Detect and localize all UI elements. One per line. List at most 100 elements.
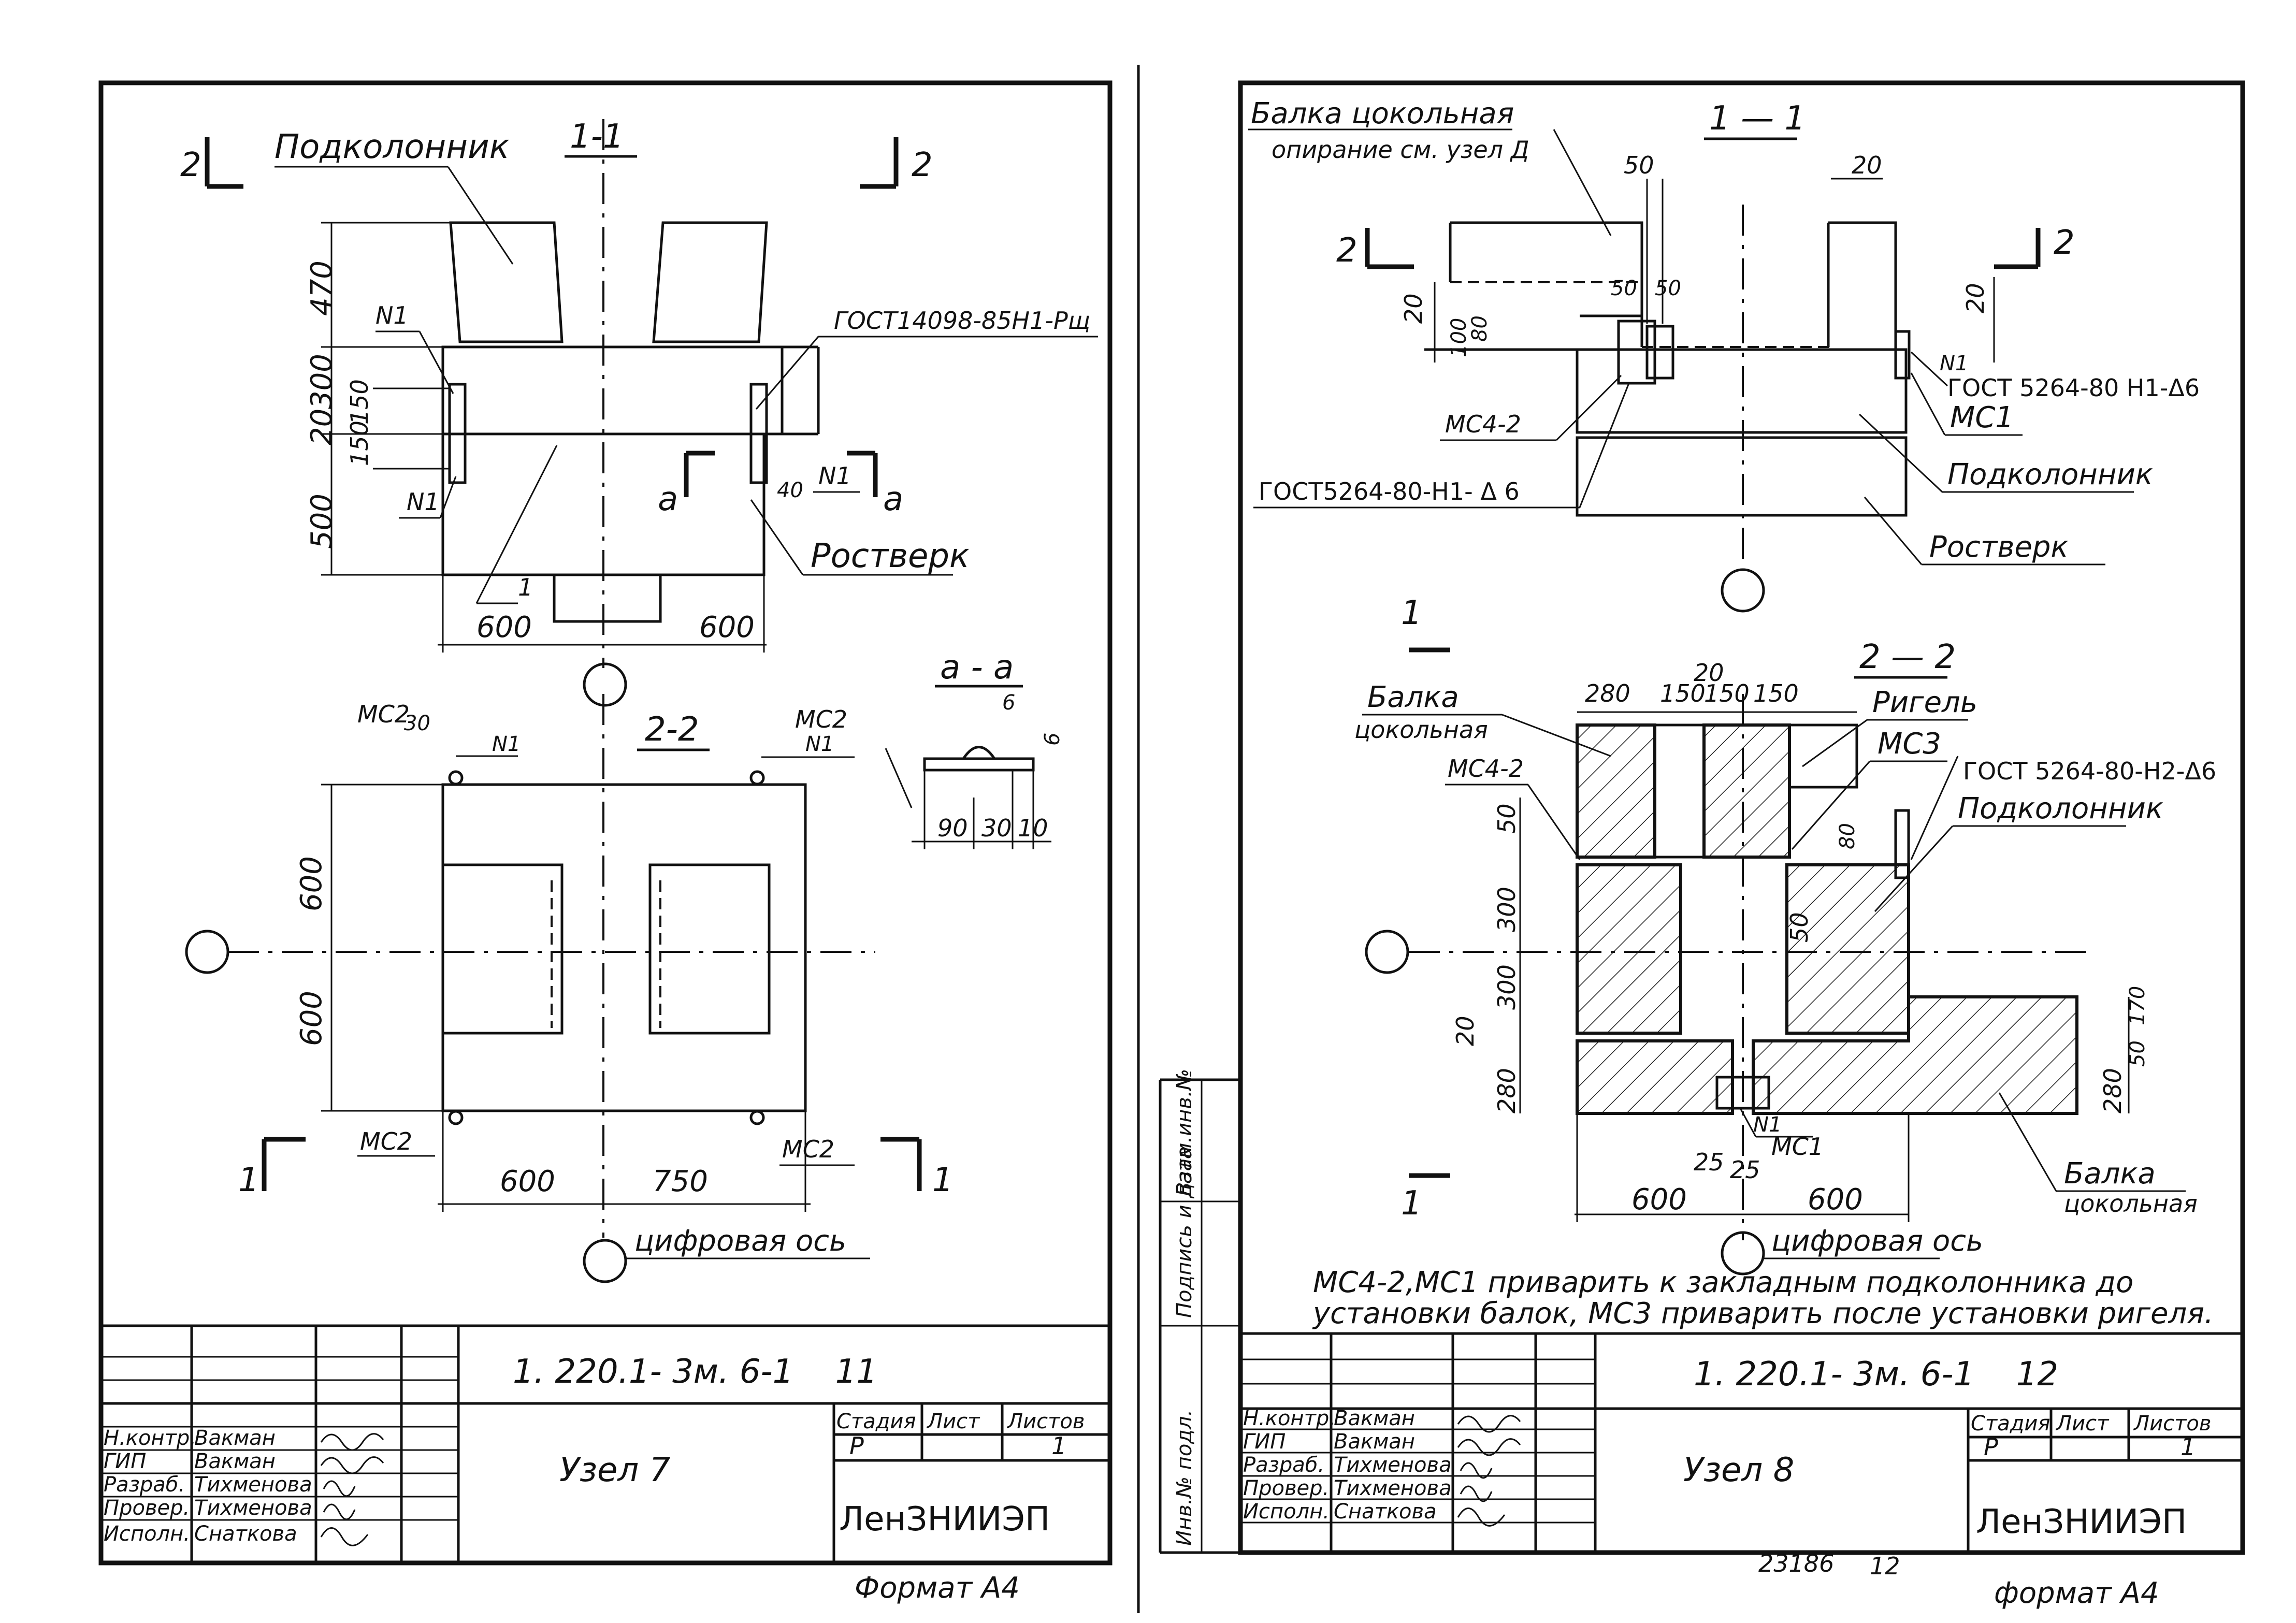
name-cell: Тихменова [1334, 1476, 1452, 1500]
node-title: Узел 8 [1683, 1451, 1794, 1489]
axis-bubble [1365, 930, 1409, 974]
label-n1: N1 [407, 488, 440, 516]
label-balka-note: опирание см. узел Д [1272, 136, 1529, 164]
note-line-2: установки балок, МС3 приварить после уст… [1312, 1297, 2214, 1330]
dim-600: 600 [476, 611, 532, 644]
dim-20: 20 [1961, 283, 1989, 313]
dim-150: 150 [1753, 679, 1799, 707]
rostverk-block [1576, 436, 1908, 517]
archive-sheet: 12 [1870, 1552, 1900, 1580]
label-balka: Балка [2064, 1157, 2156, 1191]
stage-header: Стадия [836, 1410, 916, 1433]
dim-470: 470 [305, 260, 339, 316]
label-gost: ГОСТ 5264-80-Н2-Δ6 [1963, 757, 2216, 785]
dim-50: 50 [1785, 912, 1813, 943]
axis-bubble [1721, 1231, 1765, 1276]
section-mark-a: а [658, 480, 678, 518]
section-title: 1 — 1 [1709, 99, 1806, 138]
sheet-header: Лист [2055, 1412, 2110, 1436]
dim-150: 150 [1660, 679, 1706, 707]
label-balka: Балка [1367, 680, 1459, 714]
format-label: формат А4 [1994, 1576, 2159, 1610]
drawing-code: 1. 220.1- 3м. 6-1 [1694, 1355, 1974, 1394]
title-block-right: 1. 220.1- 3м. 6-1 12 Узел 8 Стадия Лист … [1240, 1332, 2243, 1610]
label-mc4-2: МС4-2 [1445, 410, 1521, 438]
signature [1457, 1415, 1521, 1433]
label-mc2: МС2 [782, 1135, 834, 1163]
name-cell: Снаткова [194, 1522, 297, 1546]
dim-150: 150 [345, 421, 373, 466]
podkolonnik-block [1576, 348, 1908, 434]
role-cell: Исполн. [104, 1522, 190, 1546]
role-cell: Исполн. [1243, 1500, 1330, 1524]
name-cell: Вакман [1334, 1407, 1415, 1430]
dim-20: 20 [305, 409, 339, 445]
label-mc2: МС2 [357, 700, 410, 728]
section-mark-a: а [883, 480, 903, 518]
mc4-2-plate [1617, 320, 1656, 385]
signature [1460, 1462, 1493, 1479]
label-n1: N1 [492, 732, 521, 756]
label-axis: цифровая ось [1771, 1224, 1983, 1258]
label-podkolonnik: Подколонник [1947, 458, 2153, 491]
organization: ЛенЗНИИЭП [839, 1500, 1050, 1539]
section-title: 2-2 [645, 711, 699, 749]
dim-6: 6 [1041, 733, 1064, 746]
svg-text:1. 220.1- 3м. 6-1 11: 1. 220.1- 3м. 6-1 11 [513, 1353, 877, 1391]
dim-10: 10 [1018, 814, 1048, 842]
dim-280: 280 [2099, 1068, 2127, 1113]
note-line-1: МС4-2,МС1 приварить к закладным подколон… [1313, 1266, 2133, 1299]
section-mark-label: 1 [1401, 1184, 1422, 1223]
role-cell: Разраб. [104, 1473, 185, 1497]
role-cell: Провер. [104, 1496, 190, 1520]
dim-280: 280 [1493, 1068, 1521, 1113]
organization: ЛенЗНИИЭП [1976, 1503, 2187, 1541]
role-cell: Провер. [1243, 1476, 1329, 1500]
name-cell: Тихменова [194, 1496, 312, 1520]
title-block-left: 1. 220.1- 3м. 6-1 11 Узел 7 Стадия Лист … [101, 1324, 1110, 1605]
dim-90: 90 [937, 814, 968, 842]
dim-6: 6 [1002, 691, 1015, 715]
sheet-right-frame [1238, 80, 2245, 1555]
sheet-right: Взам.инв.№ Подпись и дата Инв.№ подл. 1 … [1159, 80, 2245, 1610]
section-2-2-right: 2 — 2 1 1 цифровая ось [1354, 594, 2216, 1276]
dim-80: 80 [1468, 315, 1492, 342]
dim-30: 30 [981, 814, 1012, 842]
dim-80: 80 [1836, 823, 1859, 849]
label-gost: ГОСТ14098-85Н1-Рщ [834, 307, 1090, 335]
dim-600: 600 [295, 991, 328, 1046]
label-n1: N1 [818, 462, 851, 490]
column-left [449, 221, 564, 343]
label-mc2: МС2 [360, 1127, 412, 1155]
section-mark-label: 2 [2054, 224, 2075, 262]
label-rostverk: Ростверк [1929, 530, 2068, 564]
section-title: а - а [940, 648, 1014, 687]
side-label: Взам.инв.№ [1173, 1069, 1196, 1196]
node-title: Узел 7 [559, 1451, 671, 1489]
label-rostverk: Ростверк [811, 537, 970, 575]
label-mc3: МС3 [1878, 727, 1941, 761]
signature [1457, 1438, 1521, 1456]
label-gost: ГОСТ 5264-80 Н1-Δ6 [1947, 374, 2200, 402]
signature [320, 1527, 369, 1546]
sheet-number: 12 [2016, 1355, 2058, 1394]
name-cell: Снаткова [1334, 1500, 1437, 1524]
sheets-total: 1 [1051, 1432, 1066, 1460]
name-cell: Тихменова [1334, 1453, 1452, 1477]
role-cell: ГИП [104, 1450, 146, 1473]
section-mark-label: 2 [912, 146, 933, 184]
section-1-1-left: 1-1 2 2 [180, 118, 1098, 707]
dim-50: 50 [1611, 277, 1637, 300]
section-mark-label: 1 [1401, 594, 1422, 632]
section-mark-label: 1 [238, 1161, 259, 1199]
dim-500: 500 [305, 494, 339, 549]
section-mark-label: 2 [1336, 231, 1358, 270]
sheets-header: Листов [2133, 1412, 2211, 1436]
dim-20: 20 [1451, 1016, 1479, 1046]
dim-600: 600 [1808, 1183, 1863, 1216]
section-mark-label: 2 [180, 146, 201, 184]
sheet-number: 11 [835, 1353, 877, 1391]
sheet-header: Лист [926, 1410, 980, 1433]
dim-50: 50 [1493, 803, 1521, 834]
